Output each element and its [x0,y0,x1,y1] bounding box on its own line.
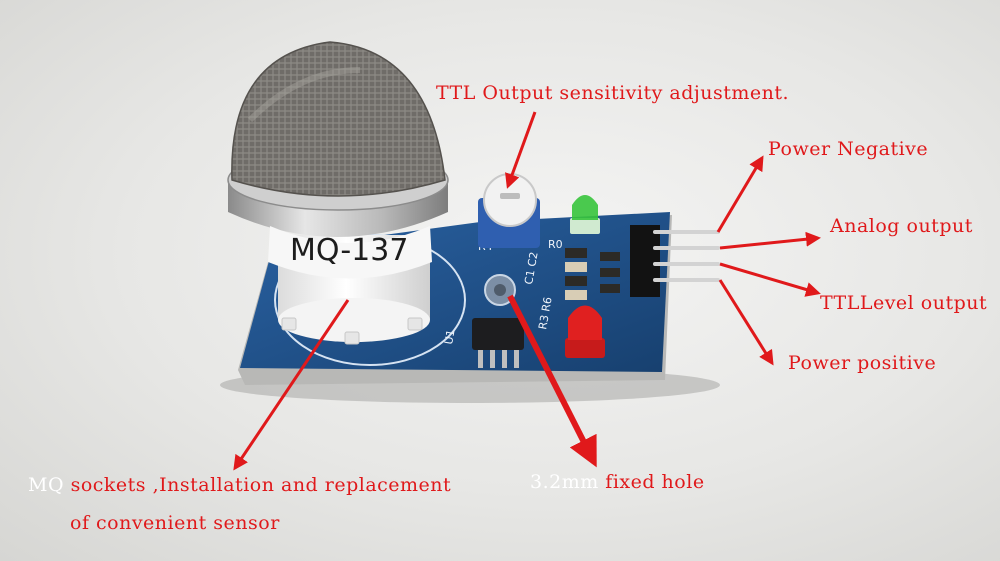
silk-r3r6: R3 R6 [536,296,554,331]
header-pins [653,230,720,282]
arrow-sensitivity [505,111,537,189]
label-ttl-level-prefix: TTL [820,292,860,314]
arrow-ttl-level [719,262,821,297]
arrow-fixed-hole [507,294,597,468]
label-sensitivity: TTL Output sensitivity adjustment. [436,84,789,103]
sensor-label-band [268,226,432,279]
smd-components [565,248,620,300]
label-ttl-level-text: Level output [859,292,988,314]
label-sensitivity-text: Output sensitivity adjustment. [475,82,790,104]
label-fixed-hole-prefix: 3.2mm [530,471,599,493]
label-power-positive: Power positive [788,352,937,374]
label-sensitivity-prefix: TTL [436,82,476,104]
pin-header [630,225,660,297]
arrow-analog-output [719,231,821,250]
u1-chip-pins [478,350,519,368]
label-fixed-hole: 3.2mm fixed hole [530,473,705,492]
mounting-hole-center [494,284,506,296]
sensor-model-marking: MQ-137 [290,233,408,268]
label-power-negative: Power Negative [768,138,929,160]
silk-c1c2: C1 C2 [522,251,541,286]
arrow-power-positive [718,279,774,366]
label-fixed-hole-text: fixed hole [598,471,705,493]
green-led [572,195,598,220]
label-ttl-level-output: TTLLevel output [820,294,987,313]
arrow-mq-socket [233,299,350,471]
sensor-mesh-cap [231,41,446,197]
arrow-power-negative [716,155,764,233]
red-led [568,305,602,340]
red-led-base [565,338,605,358]
u1-chip [472,318,524,350]
label-mq-sockets-line2: of convenient sensor [70,512,280,534]
label-mq-sockets: MQ sockets ,Installation and replacement [28,476,451,495]
annotation-arrows [233,111,821,471]
label-analog-output: Analog output [830,215,973,237]
label-mq-prefix: MQ [28,474,65,496]
sensor-mesh-highlight [247,67,361,123]
silk-u1: U1 [442,328,457,345]
sensor-base-tabs [281,317,423,345]
silk-r0: R0 [548,238,563,251]
green-led-base [570,218,600,234]
sensor-base-bottom [278,298,430,342]
label-mq-sockets-text: sockets ,Installation and replacement [64,474,452,496]
potentiometer-slot [500,193,520,199]
